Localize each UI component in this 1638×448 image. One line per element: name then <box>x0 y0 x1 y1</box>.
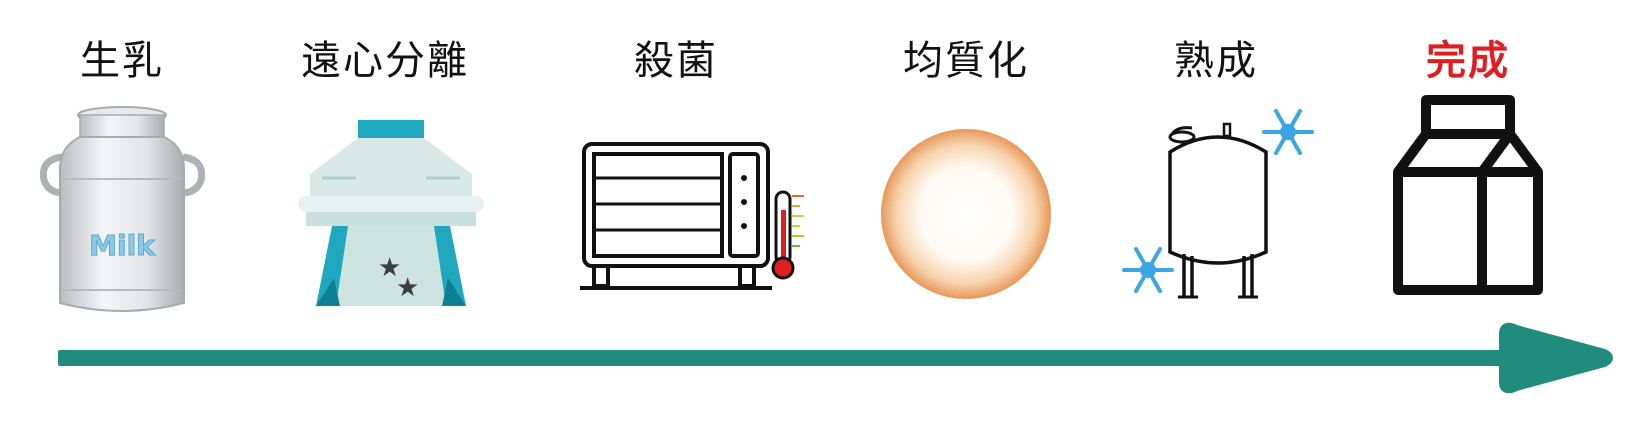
milk-carton-icon <box>1393 95 1543 295</box>
step-label-centrifugation: 遠心分離 <box>301 38 469 84</box>
homogenized-particle-icon <box>881 129 1051 299</box>
snowflake-icon <box>1262 109 1314 155</box>
process-arrow <box>58 322 1613 394</box>
pasteurizer-oven-icon <box>580 142 804 290</box>
step-label-sterilization: 殺菌 <box>634 38 718 84</box>
step-label-raw-milk: 生乳 <box>80 38 164 84</box>
thermometer-icon <box>771 190 804 280</box>
particle-star-icon: ★ <box>396 273 419 303</box>
milk-can-icon: Milk <box>40 106 205 312</box>
step-label-homogenization: 均質化 <box>903 38 1029 84</box>
step-label-aging: 熟成 <box>1174 38 1258 84</box>
aging-tank-icon <box>1122 109 1314 299</box>
snowflake-icon <box>1122 247 1174 293</box>
particle-star-icon: ★ <box>378 253 401 283</box>
centrifuge-icon: ★ ★ <box>298 120 484 306</box>
milk-can-label: Milk <box>89 229 156 262</box>
step-label-complete: 完成 <box>1426 38 1510 84</box>
